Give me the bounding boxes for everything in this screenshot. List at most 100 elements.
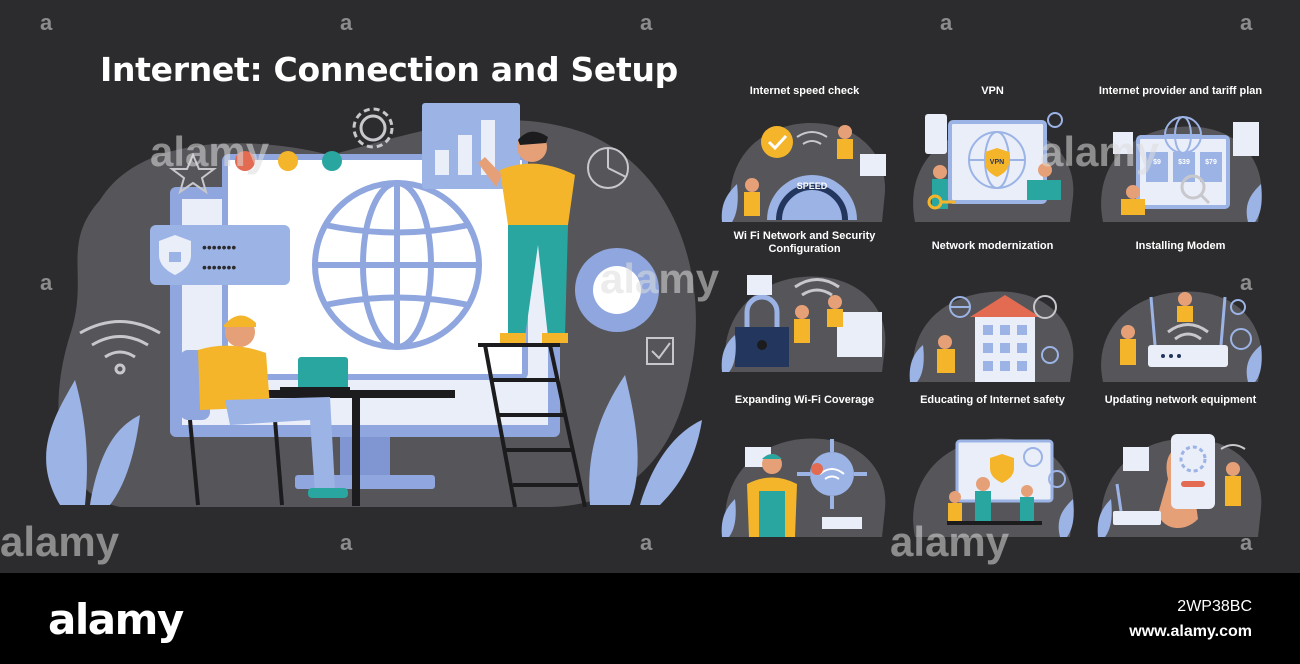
phone-icon [1158, 434, 1215, 529]
watermark-mark: a [340, 530, 353, 555]
login-password-1: ••••••• [202, 239, 236, 255]
panel-provider-art: $9 $39 $79 [1101, 116, 1262, 222]
speed-gauge-icon [767, 175, 857, 220]
watermark-logo: alamy [0, 518, 120, 565]
worker [747, 454, 797, 537]
vpn-badge: VPN [990, 159, 1004, 166]
shield-icon [985, 148, 1009, 177]
panel-title: Updating network equipment [1104, 394, 1257, 406]
panel-safety-art [913, 438, 1074, 537]
building-icon [970, 295, 1040, 382]
poster-title: Internet: Connection and Setup [100, 50, 679, 89]
poster: Internet: Connection and Setup [0, 0, 1300, 573]
panel-expanding-wifi: Expanding Wi-Fi Coverage [717, 394, 892, 539]
image-id: 2WP38BC [1177, 598, 1252, 615]
panel-internet-safety: Educating of Internet safety [905, 394, 1080, 539]
watermark-mark: a [1240, 10, 1253, 35]
panel-updating-art [1097, 434, 1262, 537]
browser-dot-red [235, 151, 255, 171]
panel-vpn: VPN VPN [905, 85, 1080, 230]
hero-scene: ••••••• ••••••• [46, 103, 702, 508]
watermark-mark: a [1240, 270, 1253, 295]
panel-title: Expanding Wi-Fi Coverage [734, 394, 875, 406]
watermark-logo: alamy [600, 255, 720, 302]
gear-icon [1230, 299, 1246, 315]
panel-title: Internet speed check [749, 85, 860, 97]
wifi-icon [796, 131, 828, 145]
price-basic: $9 [1153, 159, 1161, 166]
watermark-mark: a [940, 10, 953, 35]
location-pin-icon [811, 463, 823, 475]
watermark-mark: a [40, 270, 53, 295]
gear-icon [1047, 112, 1063, 128]
wifi-icon [1220, 444, 1246, 450]
globe-icon [1023, 447, 1043, 467]
panel-speed-check: Internet speed check SPEED [717, 85, 892, 230]
panel-title: Installing Modem [1135, 240, 1226, 252]
gear-icon [352, 107, 394, 149]
modem-icon [1148, 296, 1228, 367]
watermark-mark: a [640, 10, 653, 35]
footer-bar: alamy 2WP38BC www.alamy.com [0, 573, 1300, 664]
price-standard: $39 [1178, 159, 1190, 166]
globe-icon [312, 180, 482, 350]
panel-modernization-art [909, 291, 1074, 382]
panel-speed-check-art: SPEED [721, 122, 886, 222]
watermark-mark: a [40, 10, 53, 35]
panel-provider-tariff: Internet provider and tariff plan $9 $39… [1093, 85, 1268, 230]
padlock-icon [735, 294, 789, 367]
watermark-mark: a [1240, 530, 1253, 555]
watermark-logo: alamy [1040, 128, 1160, 175]
magnifier-icon [1180, 174, 1211, 205]
plant-left [46, 380, 140, 505]
watermark-mark: a [340, 10, 353, 35]
site-url[interactable]: www.alamy.com [1129, 623, 1252, 640]
check-icon [761, 126, 793, 158]
plant-right [589, 375, 702, 505]
laptop-icon [298, 357, 348, 389]
login-password-2: ••••••• [202, 259, 236, 275]
panel-wifi-security-art [721, 275, 886, 372]
star-icon [169, 152, 217, 195]
panel-updating-equipment: Updating network equipment [1093, 394, 1268, 539]
pie-chart-icon [587, 147, 629, 189]
panel-title: Network modernization [931, 240, 1054, 252]
standing-engineer [478, 131, 575, 343]
panel-title: VPN [981, 85, 1004, 97]
large-gear-icon [575, 248, 659, 332]
wifi-icon [1033, 295, 1057, 319]
gear-icon [1041, 346, 1059, 364]
panel-network-modernization: Network modernization [905, 240, 1080, 385]
checkbox-icon [646, 337, 674, 365]
browser-dot-yellow [278, 151, 298, 171]
wifi-icon [794, 278, 840, 297]
browser-dot-teal [322, 151, 342, 171]
router-icon [1113, 483, 1161, 525]
gauge-label: SPEED [797, 181, 828, 191]
hero-illustration: ••••••• ••••••• [30, 95, 710, 515]
panel-title: Internet provider and tariff plan [1098, 85, 1263, 97]
price-premium: $79 [1205, 159, 1217, 166]
globe-icon [949, 296, 971, 318]
alamy-logo[interactable]: alamy [48, 595, 184, 644]
gear-icon [1048, 470, 1066, 488]
seated-technician [198, 315, 348, 498]
shield-icon [990, 454, 1014, 483]
panel-installing-modem: Installing Modem [1093, 240, 1268, 385]
panel-expanding-wifi-art [721, 438, 886, 537]
panel-vpn-art: VPN [913, 112, 1074, 222]
wifi-icon [1167, 323, 1209, 341]
desk-top [210, 390, 455, 398]
globe-icon [1230, 328, 1252, 350]
watermark-logo: alamy [150, 128, 270, 175]
watermark-logo: alamy [890, 518, 1010, 565]
wifi-hub-icon [797, 439, 867, 509]
ladder-icon [478, 343, 587, 508]
panel-modem-art [1101, 291, 1262, 382]
panel-wifi-security: Wi Fi Network and Security Configuration [717, 230, 892, 375]
monitor-neck [340, 437, 390, 477]
watermark-mark: a [640, 530, 653, 555]
panel-title: Educating of Internet safety [920, 394, 1065, 406]
key-icon [927, 194, 955, 210]
wifi-icon [79, 320, 161, 375]
